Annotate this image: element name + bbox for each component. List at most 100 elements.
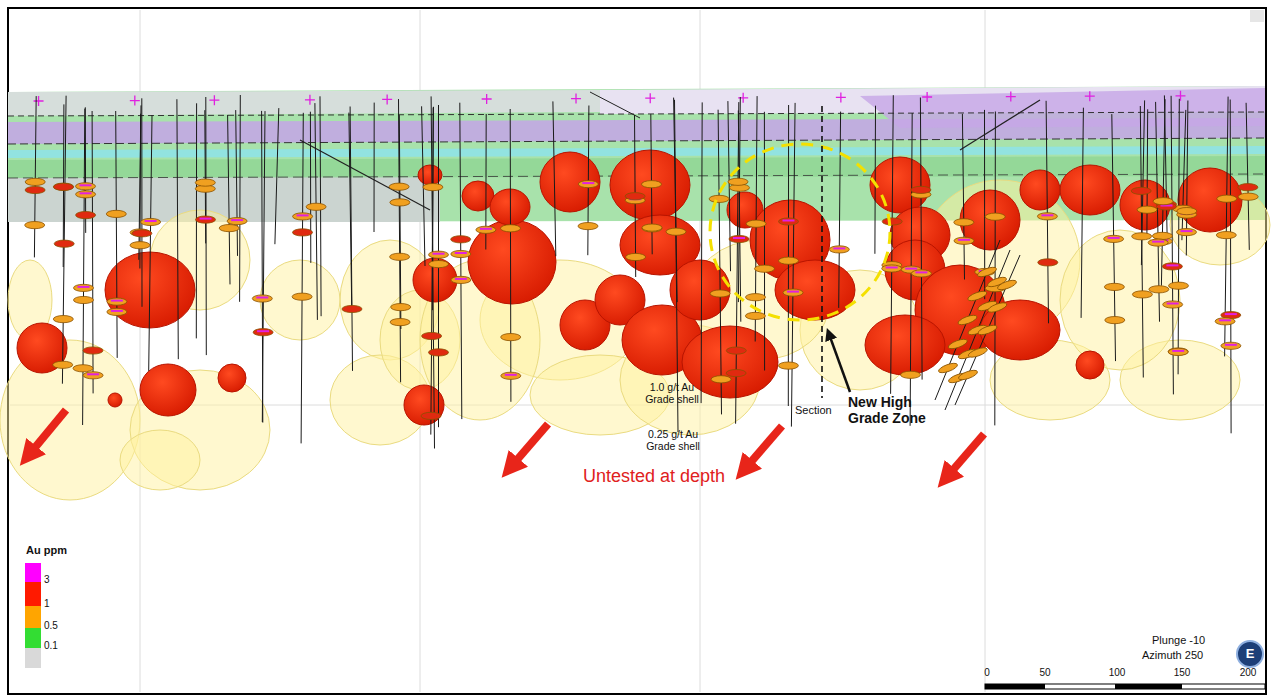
- assay-disc: [642, 224, 662, 231]
- drill-hole: [1140, 106, 1143, 378]
- high-grade-tick: [505, 374, 517, 376]
- assay-disc: [1169, 282, 1189, 289]
- high-grade-tick: [1181, 230, 1193, 232]
- assay-disc: [1238, 184, 1258, 191]
- assay-disc: [106, 210, 126, 217]
- assay-disc: [227, 218, 247, 225]
- corner-mark: [1250, 10, 1264, 22]
- drill-hole: [310, 112, 311, 263]
- assay-disc: [779, 218, 799, 225]
- high-grade-tick: [111, 310, 123, 312]
- assay-disc: [957, 313, 978, 326]
- legend-swatch: [25, 606, 41, 628]
- assay-disc: [1149, 286, 1169, 293]
- assay-disc: [779, 257, 799, 264]
- assay-disc: [132, 230, 152, 237]
- assay-disc: [429, 349, 449, 356]
- drill-hole: [755, 96, 757, 341]
- drill-hole: [149, 115, 152, 371]
- assay-disc: [141, 218, 161, 225]
- assay-disc: [1177, 208, 1197, 215]
- label-holder: 0.1: [44, 640, 58, 652]
- section-line: [821, 106, 823, 398]
- assay-disc: [947, 337, 968, 350]
- assay-disc: [501, 334, 521, 341]
- drill-hole: [788, 105, 789, 406]
- assay-disc: [293, 229, 313, 236]
- legend-swatch: [25, 563, 41, 582]
- high-grade-shell: [462, 181, 494, 211]
- high-grade-tick: [833, 247, 845, 249]
- legend-value: 0.5: [44, 620, 58, 632]
- assay-disc: [76, 183, 96, 190]
- drill-hole: [891, 95, 894, 394]
- scale-bar: [985, 684, 1265, 689]
- survey-mark: [1085, 91, 1095, 101]
- assay-disc: [423, 184, 443, 191]
- drill-hole: [1081, 108, 1083, 318]
- high-grade-tick: [297, 214, 309, 216]
- assay-disc: [625, 193, 645, 200]
- survey-mark: [482, 94, 492, 104]
- assay-disc: [882, 218, 902, 225]
- high-grade-shells: [17, 150, 1242, 425]
- assay-disc: [977, 323, 998, 336]
- drill-hole: [510, 109, 512, 402]
- assay-disc: [882, 265, 902, 272]
- assay-disc: [451, 250, 471, 257]
- label-holder: E: [1246, 647, 1255, 662]
- assay-disc: [501, 372, 521, 379]
- drill-hole: [460, 103, 462, 419]
- high-grade-tick: [80, 184, 92, 186]
- assay-disc: [957, 368, 978, 381]
- assay-disc: [391, 304, 411, 311]
- assay-disc: [73, 365, 93, 372]
- drill-hole: [177, 99, 178, 359]
- high-grade-tick: [111, 300, 123, 302]
- assay-disc: [954, 237, 974, 244]
- drill-hole: [275, 108, 279, 244]
- assay-disc: [954, 219, 974, 226]
- assay-disc: [390, 199, 410, 206]
- assay-disc: [390, 319, 410, 326]
- high-grade-shell: [108, 393, 122, 407]
- high-grade-tick: [958, 239, 970, 241]
- assay-disc: [985, 213, 1005, 220]
- assay-disc: [711, 376, 731, 383]
- label-holder: Au ppm: [26, 544, 67, 557]
- scale-label: 50: [1039, 667, 1050, 679]
- legend-grey-band: [25, 648, 41, 668]
- drill-hole: [962, 114, 964, 280]
- high-grade-shell: [610, 150, 690, 220]
- assay-disc: [911, 186, 931, 193]
- assay-disc: [25, 178, 45, 185]
- depth-note: Untested at depth: [583, 466, 725, 487]
- view-azimuth: Azimuth 250: [1142, 649, 1203, 662]
- high-grade-tick: [905, 268, 917, 270]
- assay-disc: [219, 225, 239, 232]
- label-holder: 0.5: [44, 620, 58, 632]
- assay-disc: [829, 246, 849, 253]
- label-holder: Plunge -10: [1152, 634, 1205, 647]
- label-holder: 1: [44, 598, 50, 610]
- high-grade-shell: [775, 260, 855, 320]
- label-holder: 200: [1240, 667, 1257, 679]
- high-grade-tick: [256, 297, 268, 299]
- label-holder: 100: [1109, 667, 1126, 679]
- high-grade-tick: [733, 237, 745, 239]
- assay-disc: [53, 316, 73, 323]
- assay-disc: [745, 312, 765, 319]
- survey-mark: [130, 96, 140, 106]
- high-grade-tick: [783, 220, 795, 222]
- high-grade-tick: [1225, 313, 1237, 315]
- assay-disc: [710, 290, 730, 297]
- assay-disc: [501, 225, 521, 232]
- assay-disc: [1104, 283, 1124, 290]
- assay-disc: [578, 223, 598, 230]
- drill-hole: [349, 113, 352, 307]
- high-grade-tick: [480, 228, 492, 230]
- high-grade-tick: [1152, 241, 1164, 243]
- drill-hole: [1246, 103, 1249, 250]
- drill-hole: [920, 98, 922, 380]
